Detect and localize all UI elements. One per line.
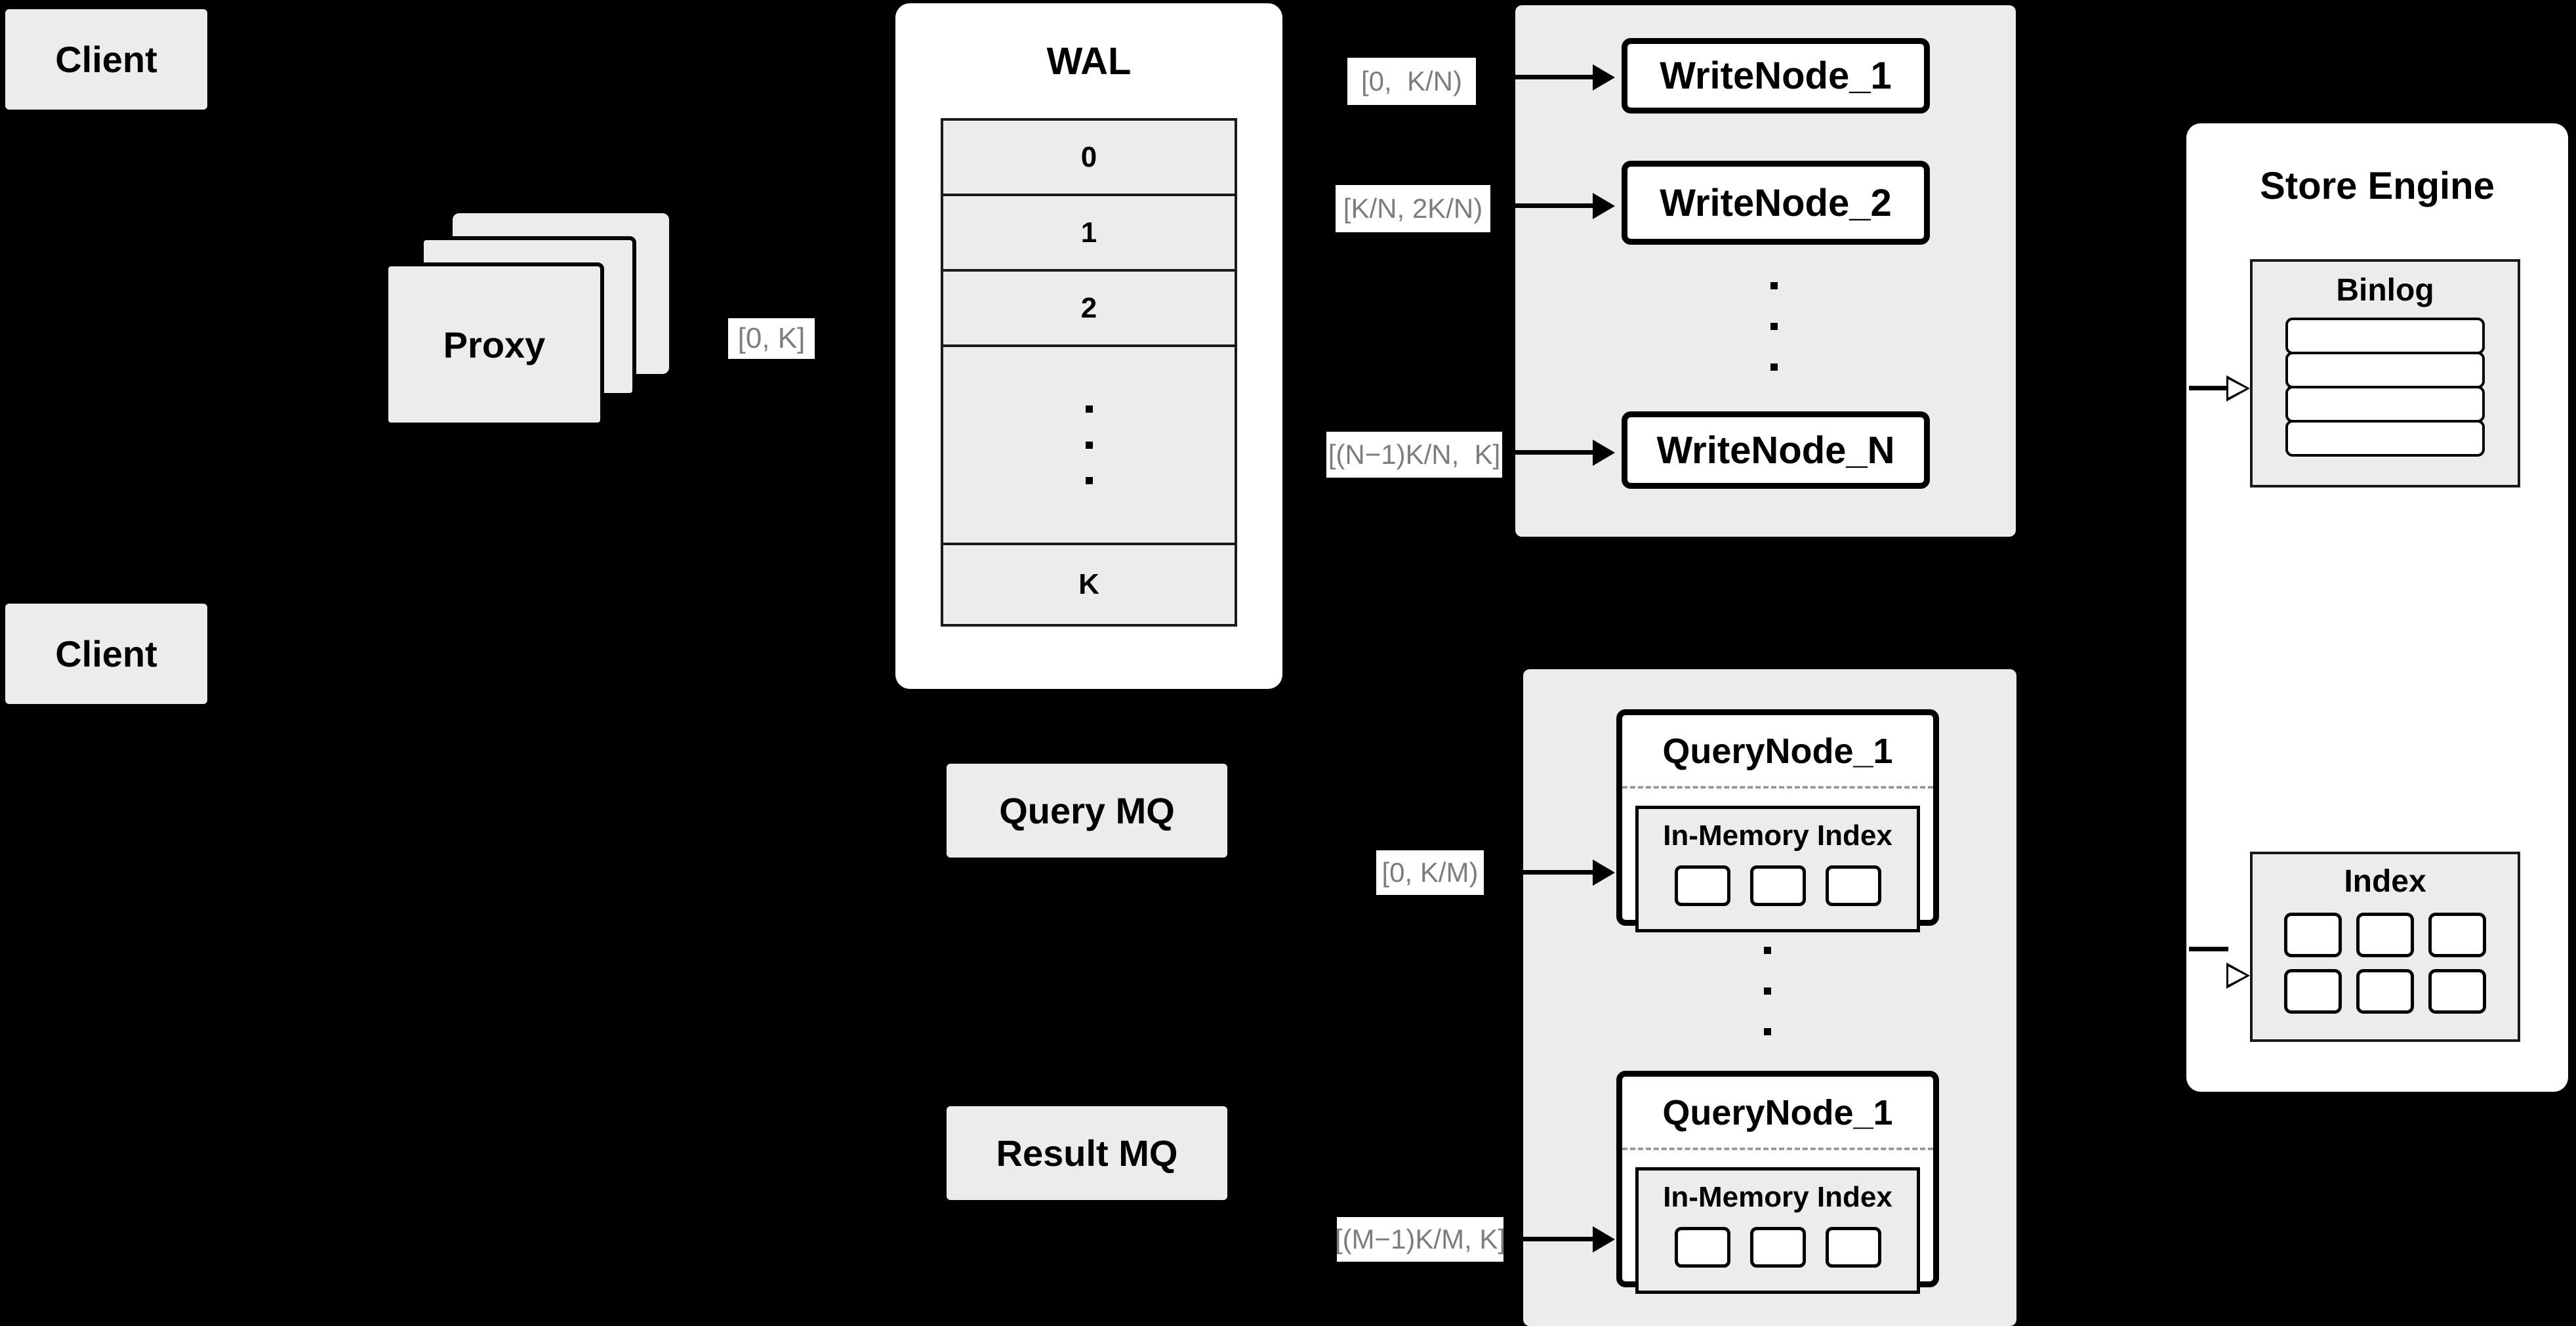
client-box-2[interactable]: Client [5, 604, 207, 704]
index-cell [1674, 1227, 1730, 1268]
index-cell [1674, 865, 1730, 906]
binlog-arrow-shaft [2189, 386, 2228, 390]
query-node-m-divider [1622, 1148, 1933, 1150]
wal-row: K [1078, 568, 1099, 600]
binlog-title: Binlog [2336, 273, 2434, 308]
index-cell [1825, 1227, 1881, 1268]
query-node-m-in-memory-index: In-Memory Index [1635, 1167, 1920, 1294]
client-label-2: Client [55, 633, 157, 674]
write-node-2[interactable]: WriteNode_2 [1622, 161, 1930, 245]
index-cell [2356, 969, 2414, 1014]
index-cell [2356, 913, 2414, 957]
write-node-1-arrow-head [1593, 64, 1615, 91]
query-node-1-arrow-head [1593, 860, 1615, 886]
binlog-row [2285, 318, 2485, 354]
store-engine-title: Store Engine [2260, 165, 2495, 207]
write-node-2-arrow-shaft [1509, 203, 1593, 208]
proxy-label: Proxy [443, 323, 546, 365]
wal-row: 1 [943, 196, 1235, 272]
wal-row: 0 [943, 121, 1235, 196]
result-mq-label: Result MQ [996, 1132, 1178, 1174]
query-group-vertical-ellipsis-icon [1763, 947, 1772, 1035]
write-node-2-range-label: [K/N, 2K/N) [1336, 185, 1490, 232]
query-node-1[interactable]: QueryNode_1 In-Memory Index [1616, 709, 1939, 932]
index-cell [1749, 865, 1806, 906]
store-index-arrow-head-icon [2226, 963, 2250, 989]
query-node-1-range-label: [0, K/M) [1376, 850, 1484, 895]
query-node-1-arrow-shaft [1509, 870, 1593, 875]
query-node-1-index-cells [1674, 865, 1881, 906]
binlog-row [2285, 420, 2485, 457]
write-node-n-arrow-head [1593, 440, 1615, 466]
write-node-n-arrow-shaft [1509, 450, 1593, 455]
index-cell [1749, 1227, 1806, 1268]
write-group-vertical-ellipsis-icon [1769, 282, 1778, 371]
index-cell [2284, 913, 2342, 957]
write-node-2-arrow-head [1593, 193, 1615, 219]
result-mq-box[interactable]: Result MQ [947, 1106, 1227, 1200]
query-mq-label: Query MQ [999, 790, 1175, 831]
proxy-card-front[interactable]: Proxy [384, 262, 604, 426]
query-node-1-in-memory-index: In-Memory Index [1635, 806, 1920, 932]
query-node-m-arrow-shaft [1509, 1237, 1593, 1241]
index-cell [2428, 969, 2486, 1014]
query-node-1-label: QueryNode_1 [1662, 732, 1893, 771]
write-node-1-range-label: [0, K/N) [1347, 58, 1476, 105]
query-node-m-arrow-head [1593, 1226, 1615, 1253]
store-index-box: Index [2250, 852, 2520, 1042]
write-node-1-arrow-shaft [1509, 75, 1593, 79]
wal-title: WAL [1046, 40, 1132, 83]
store-index-title: Index [2344, 864, 2426, 899]
write-node-n-range-label: [(N−1)K/N, K] [1326, 432, 1502, 478]
query-mq-box[interactable]: Query MQ [947, 764, 1227, 858]
binlog-row [2285, 352, 2485, 388]
query-node-m-index-cells [1674, 1227, 1881, 1268]
store-index-arrow-shaft [2189, 947, 2228, 951]
binlog-box: Binlog [2250, 259, 2520, 487]
store-index-grid [2253, 913, 2518, 1014]
vertical-ellipsis-icon [1085, 405, 1093, 484]
wal-table: 0 1 2 K [941, 118, 1237, 627]
query-node-1-index-title: In-Memory Index [1663, 819, 1892, 852]
binlog-row [2285, 386, 2485, 423]
proxy-range-label: [0, K] [728, 318, 815, 359]
index-cell [2284, 969, 2342, 1014]
index-cell [1825, 865, 1881, 906]
query-node-m-label: QueryNode_1 [1662, 1093, 1893, 1132]
client-box-1[interactable]: Client [5, 9, 207, 110]
query-node-m-range-label: [(M−1)K/M, K] [1335, 1217, 1505, 1262]
client-label-1: Client [55, 39, 157, 80]
binlog-arrow-head-icon [2226, 375, 2250, 402]
query-node-m[interactable]: QueryNode_1 In-Memory Index [1616, 1071, 1939, 1294]
write-node-1[interactable]: WriteNode_1 [1622, 38, 1930, 114]
query-node-1-divider [1622, 786, 1933, 789]
wal-row-ellipsis [943, 347, 1235, 545]
query-node-m-index-title: In-Memory Index [1663, 1181, 1892, 1213]
write-node-n[interactable]: WriteNode_N [1622, 411, 1930, 489]
index-cell [2428, 913, 2486, 957]
wal-row: 2 [943, 272, 1235, 347]
